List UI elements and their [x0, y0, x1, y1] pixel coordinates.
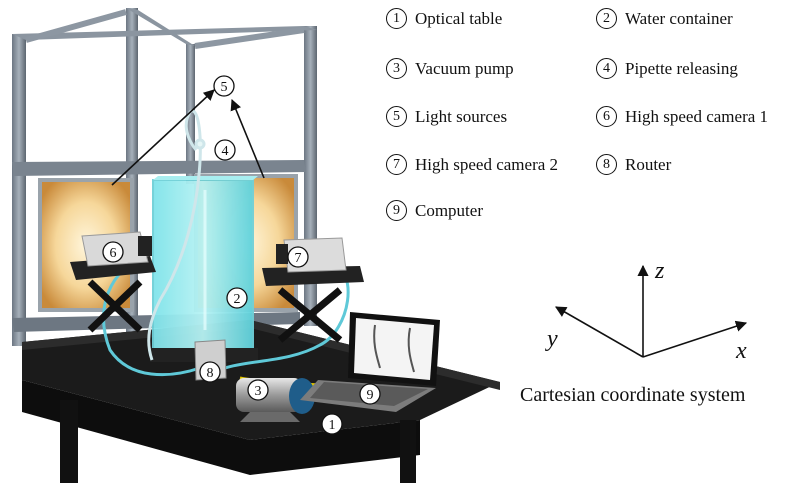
svg-text:4: 4 — [222, 144, 229, 159]
callout-8: 8 — [199, 361, 221, 383]
legend-number: 7 — [386, 154, 407, 175]
legend-number: 4 — [596, 58, 617, 79]
legend-label: Computer — [415, 200, 483, 220]
legend-item-4: 4 Pipette releasing — [596, 58, 738, 79]
legend-number: 5 — [386, 106, 407, 127]
callout-9: 9 — [359, 383, 381, 405]
legend-label: Pipette releasing — [625, 58, 738, 78]
svg-text:8: 8 — [207, 366, 214, 381]
svg-text:5: 5 — [221, 80, 228, 95]
coordinate-axes: z x y — [545, 258, 748, 364]
x-axis-label: x — [735, 338, 747, 364]
callout-7: 7 — [287, 246, 309, 268]
legend-label: Light sources — [415, 106, 508, 126]
legend-item-9: 9 Computer — [386, 200, 483, 221]
svg-text:2: 2 — [234, 292, 241, 307]
z-axis-label: z — [654, 258, 665, 284]
legend-number: 8 — [596, 154, 617, 175]
svg-text:7: 7 — [295, 251, 302, 266]
legend-label: Vacuum pump — [415, 58, 514, 78]
legend-item-7: 7 High speed camera 2 — [386, 154, 558, 175]
camera-1 — [70, 231, 156, 333]
legend-item-5: 5 Light sources — [386, 106, 507, 127]
svg-text:3: 3 — [255, 384, 262, 399]
vacuum-pump — [236, 378, 315, 422]
legend-item-6: 6 High speed camera 1 — [596, 106, 768, 127]
legend-item-2: 2 Water container — [596, 8, 733, 29]
callout-2: 2 — [226, 287, 248, 309]
legend-label: High speed camera 1 — [625, 106, 769, 126]
legend-item-8: 8 Router — [596, 154, 671, 175]
svg-text:6: 6 — [110, 246, 117, 261]
callout-3: 3 — [247, 379, 269, 401]
callout-4: 4 — [214, 139, 236, 161]
svg-text:1: 1 — [329, 418, 336, 433]
legend-number: 9 — [386, 200, 407, 221]
pipette-tubing — [147, 109, 206, 361]
callout-6: 6 — [102, 241, 124, 263]
callout-5: 5 — [213, 75, 235, 97]
legend-label: Water container — [625, 8, 733, 28]
laptop-computer — [300, 312, 440, 412]
legend-item-3: 3 Vacuum pump — [386, 58, 514, 79]
y-axis-label: y — [545, 326, 558, 352]
legend-number: 3 — [386, 58, 407, 79]
legend-label: Router — [625, 154, 672, 174]
callout-1: 1 — [321, 413, 343, 435]
coordinate-system-caption: Cartesian coordinate system — [520, 384, 746, 406]
legend-number: 2 — [596, 8, 617, 29]
light-source-arrows — [111, 89, 265, 186]
svg-text:9: 9 — [367, 388, 374, 403]
legend-item-1: 1 Optical table — [386, 8, 502, 29]
legend-label: Optical table — [415, 8, 503, 28]
legend-label: High speed camera 2 — [415, 154, 559, 174]
legend-number: 1 — [386, 8, 407, 29]
water-container — [150, 176, 258, 362]
legend-number: 6 — [596, 106, 617, 127]
